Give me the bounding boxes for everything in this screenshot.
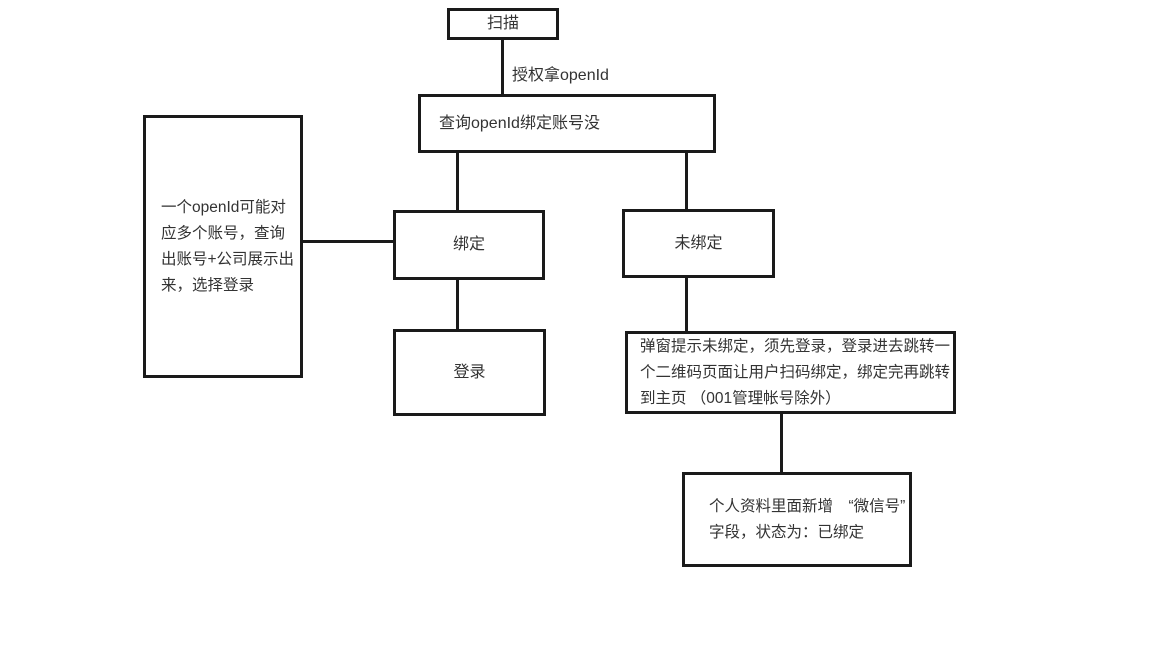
node-profile-note-label: 个人资料里面新增 “微信号” 字段，状态为：已绑定 [709,497,906,541]
edge-query-unbind [685,151,688,211]
edge-unbind-popup [685,276,688,333]
node-login-label: 登录 [453,363,486,381]
edge-bind-login [456,278,459,331]
node-bind-label: 绑定 [452,236,485,253]
node-unbind-label: 未绑定 [674,234,723,252]
node-scan: 扫描 [447,8,559,40]
node-unbind: 未绑定 [622,209,775,278]
node-bind: 绑定 [393,210,545,280]
node-profile-note: 个人资料里面新增 “微信号” 字段，状态为：已绑定 [682,472,912,567]
node-query-openid-binding: 查询openId绑定账号没 [418,94,716,153]
node-left-note: 一个openId可能对 应多个账号，查询 出账号+公司展示出 来，选择登录 [143,115,303,378]
node-query-label: 查询openId绑定账号没 [439,114,600,132]
node-popup-note: 弹窗提示未绑定，须先登录，登录进去跳转一 个二维码页面让用户扫码绑定，绑定完再跳… [625,331,956,414]
edge-scan-query [501,40,504,96]
node-login: 登录 [393,329,546,416]
node-left-note-label: 一个openId可能对 应多个账号，查询 出账号+公司展示出 来，选择登录 [161,198,295,294]
node-popup-note-label: 弹窗提示未绑定，须先登录，登录进去跳转一 个二维码页面让用户扫码绑定，绑定完再跳… [640,337,951,407]
edge-label-auth-openid: 授权拿openId [512,67,609,84]
edge-note-bind [301,240,395,243]
node-scan-label: 扫描 [486,15,519,32]
edge-popup-profile [780,412,783,474]
edge-query-bind [456,151,459,212]
